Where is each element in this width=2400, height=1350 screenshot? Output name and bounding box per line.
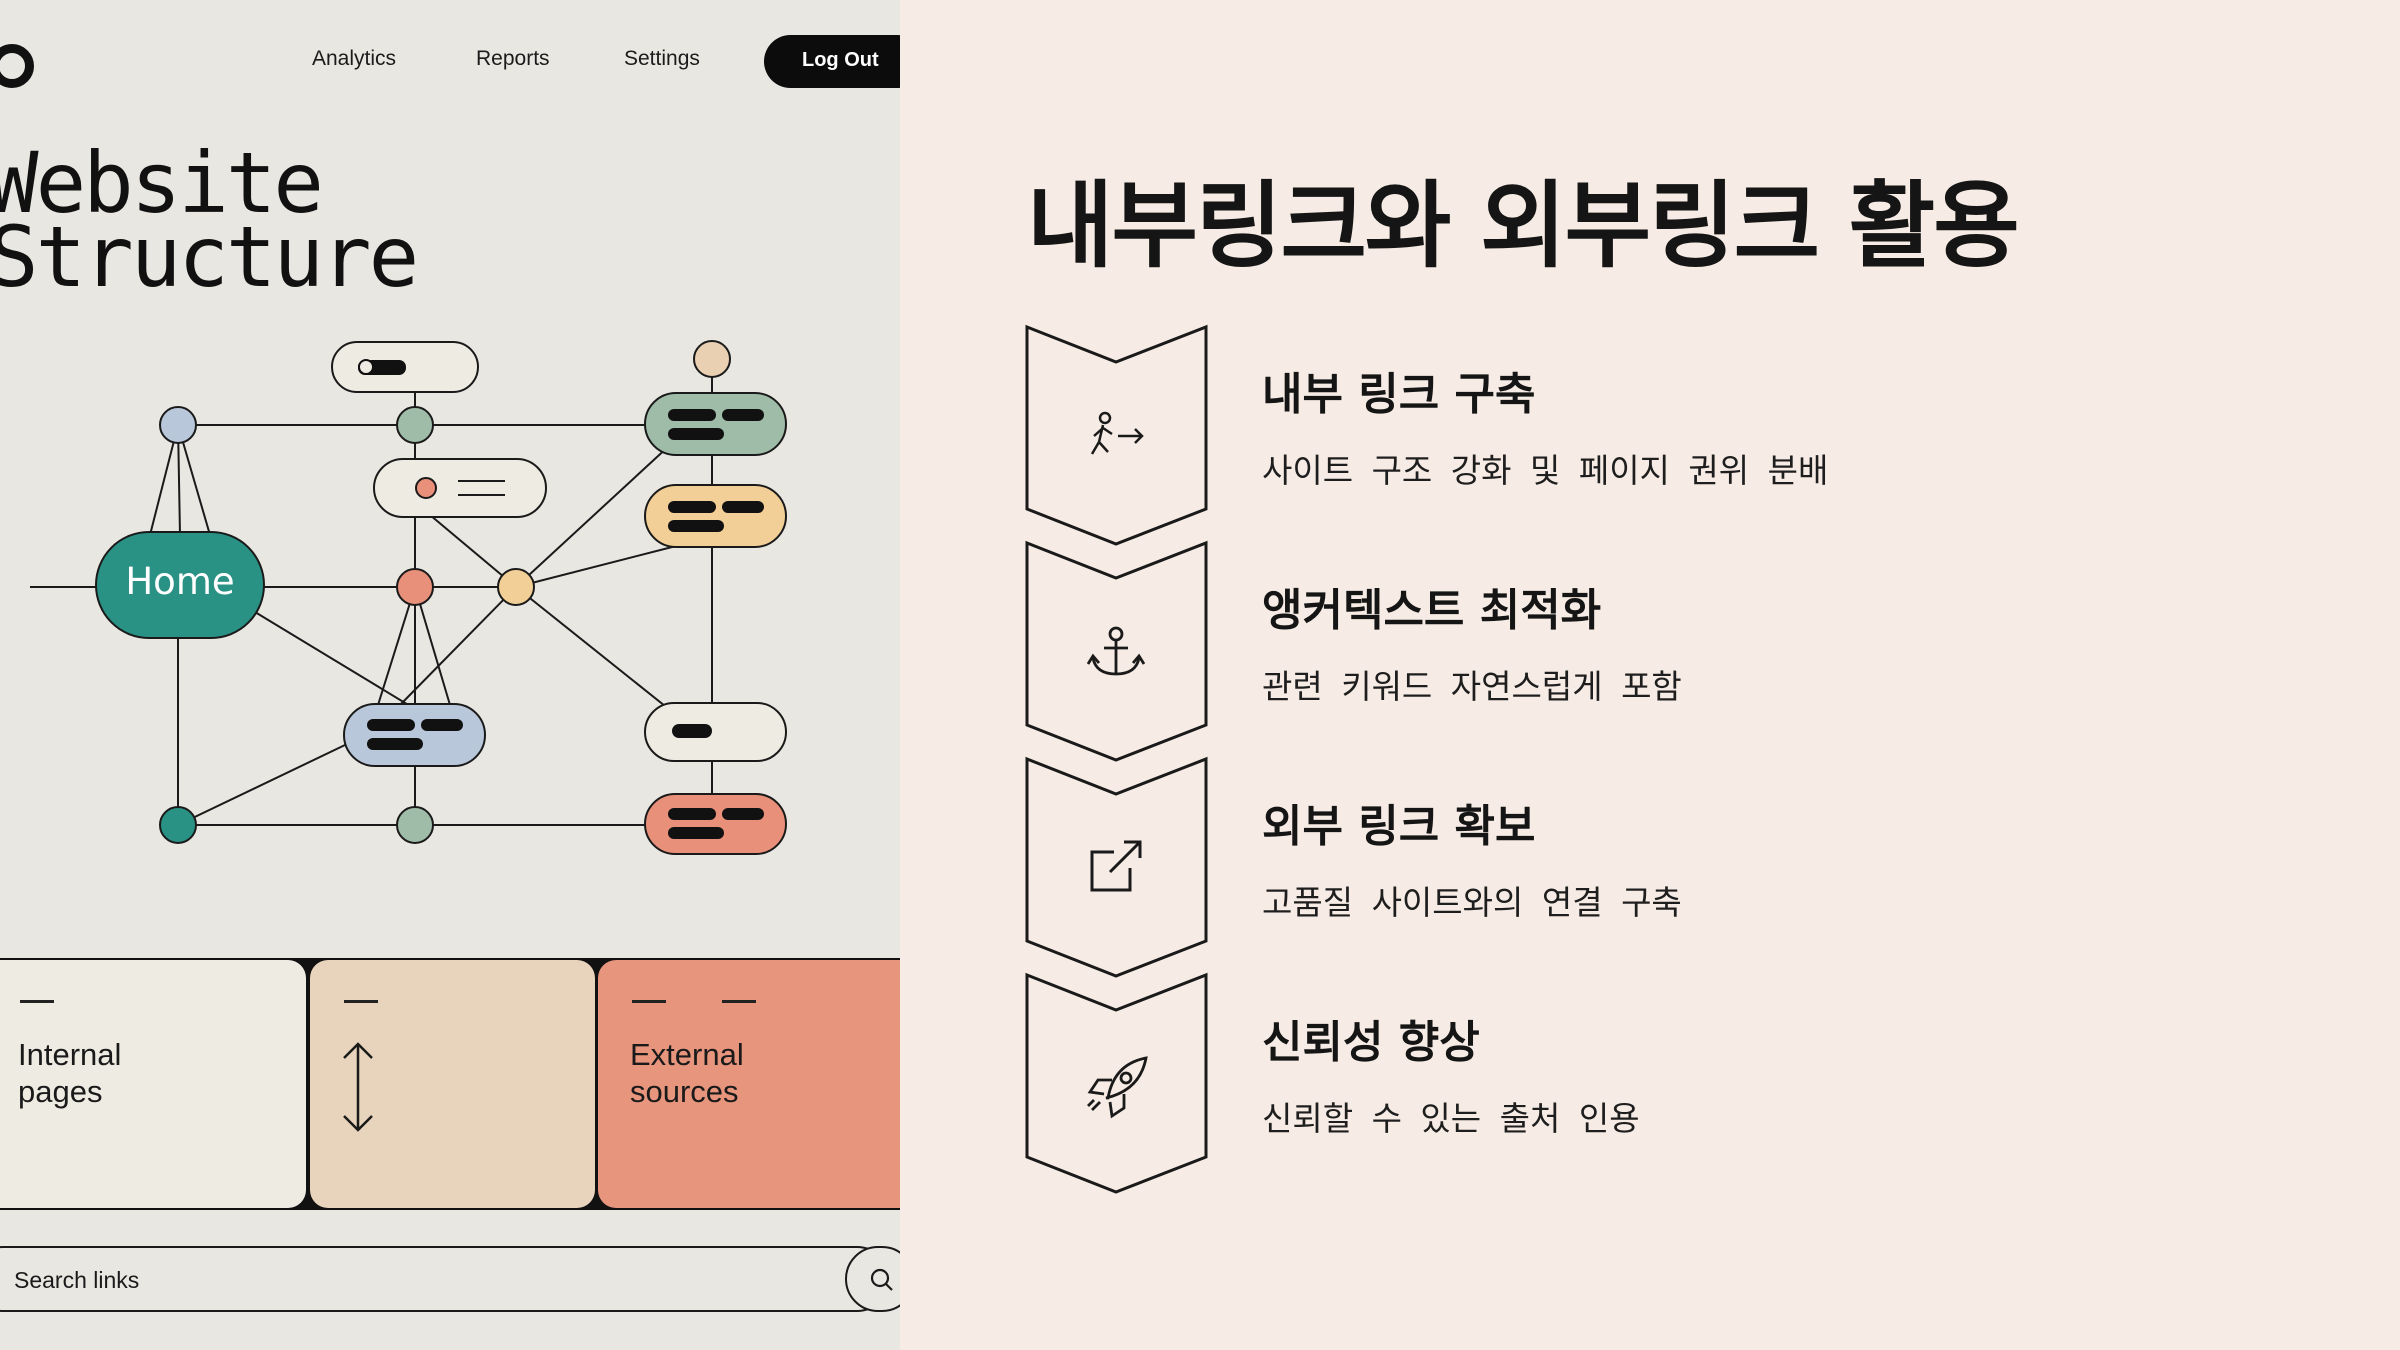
- card-bidirectional[interactable]: [310, 960, 595, 1208]
- item-desc-credibility: 신뢰할 수 있는 출처 인용: [1262, 1099, 1640, 1138]
- content-pill-yellow: [644, 484, 787, 548]
- card-external-label: External sources: [630, 1037, 744, 1109]
- nav-settings[interactable]: Settings: [624, 47, 700, 70]
- dash-mark: [20, 1000, 54, 1003]
- logo-icon: [0, 44, 34, 88]
- logout-button[interactable]: Log Out: [764, 35, 900, 88]
- home-node-label: Home: [125, 560, 234, 603]
- content-pill-lavender: [343, 703, 486, 767]
- mockup-title: Website Structure: [0, 134, 419, 306]
- item-heading-internal-links: 내부 링크 구축: [1262, 369, 1536, 420]
- card-internal-label: Internal pages: [18, 1037, 122, 1109]
- item-heading-external-links: 외부 링크 확보: [1262, 801, 1536, 852]
- item-heading-anchor-text: 앵커텍스트 최적화: [1262, 585, 1602, 636]
- nav-reports[interactable]: Reports: [476, 47, 550, 70]
- node-circle: [497, 568, 535, 606]
- card-internal-pages[interactable]: [0, 960, 306, 1208]
- external-link-icon: [1090, 840, 1142, 892]
- node-circle: [159, 806, 197, 844]
- search-button[interactable]: [845, 1246, 900, 1312]
- item-desc-anchor-text: 관련 키워드 자연스럽게 포함: [1262, 667, 1682, 706]
- nav-analytics[interactable]: Analytics: [312, 47, 397, 70]
- menu-pill: [373, 458, 547, 518]
- dash-mark: [344, 1000, 378, 1003]
- item-desc-internal-links: 사이트 구조 강화 및 페이지 권위 분배: [1262, 451, 1829, 490]
- card-external-sources[interactable]: [598, 960, 900, 1208]
- chevron-1: [1025, 324, 1208, 546]
- search-placeholder: Search links: [14, 1267, 140, 1293]
- search-input[interactable]: [0, 1246, 890, 1312]
- search-icon: [870, 1268, 893, 1291]
- home-node: [95, 531, 265, 639]
- slide-title: 내부링크와 외부링크 활용: [1027, 172, 2020, 281]
- item-heading-credibility: 신뢰성 향상: [1262, 1017, 1480, 1068]
- chevron-4: [1025, 972, 1208, 1194]
- content-pill-white: [644, 702, 787, 762]
- node-circle: [396, 568, 434, 606]
- content-pill-coral: [644, 793, 787, 855]
- anchor-icon: [1086, 626, 1146, 676]
- walking-person-arrow-icon: [1090, 411, 1144, 455]
- item-desc-external-links: 고품질 사이트와의 연결 구축: [1262, 883, 1682, 922]
- content-pill-green: [644, 392, 787, 456]
- rocket-icon: [1087, 1056, 1148, 1119]
- node-circle: [693, 340, 731, 378]
- dash-mark: [722, 1000, 756, 1003]
- site-structure-graph: Home: [30, 340, 787, 855]
- node-circle: [159, 406, 197, 444]
- dash-mark: [632, 1000, 666, 1003]
- bidirectional-arrow-icon: [343, 1042, 373, 1132]
- website-mockup-panel: Analytics Reports Settings Log Out Websi…: [0, 0, 900, 1350]
- node-circle: [396, 806, 434, 844]
- node-circle: [396, 406, 434, 444]
